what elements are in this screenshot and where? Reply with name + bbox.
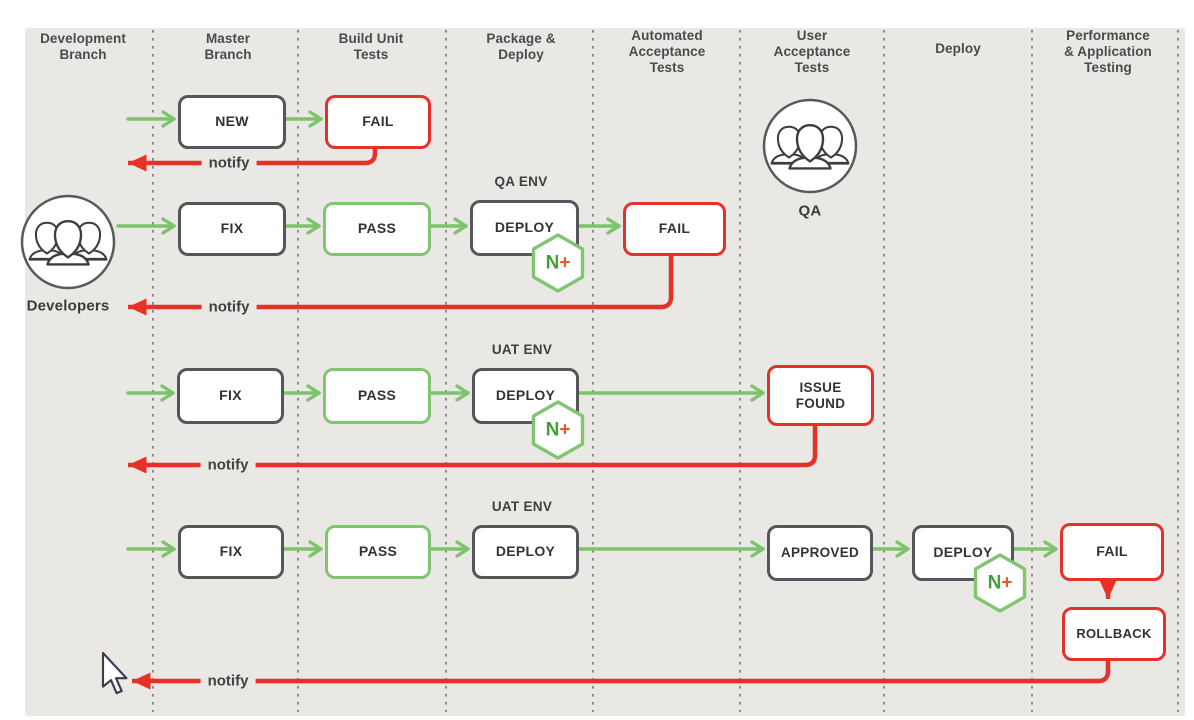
column-header-user-acceptance-tests: User Acceptance Tests bbox=[773, 28, 851, 75]
notify-label-4: notify bbox=[200, 672, 256, 690]
node-pass-3: PASS bbox=[325, 525, 431, 579]
node-deploy-qa: DEPLOY bbox=[470, 200, 579, 256]
nginx-plus-badge-text: N+ bbox=[546, 421, 571, 440]
node-fix-3: FIX bbox=[178, 525, 284, 579]
badge-n: N bbox=[545, 252, 560, 274]
env-label-uat-1: UAT ENV bbox=[491, 342, 553, 357]
qa-label: QA bbox=[798, 202, 822, 220]
node-pass-2: PASS bbox=[323, 368, 431, 424]
node-deploy-uat-2: DEPLOY bbox=[472, 525, 579, 579]
column-header-package-deploy: Package & Deploy bbox=[486, 31, 556, 62]
env-label-qa: QA ENV bbox=[494, 174, 548, 189]
node-perf-fail: FAIL bbox=[1060, 523, 1164, 581]
badge-n: N bbox=[545, 419, 560, 441]
notify-label-1: notify bbox=[201, 154, 257, 172]
env-label-uat-2: UAT ENV bbox=[491, 499, 553, 514]
column-header-deploy: Deploy bbox=[935, 41, 981, 56]
nginx-plus-badge-text: N+ bbox=[546, 254, 571, 273]
badge-n: N bbox=[987, 572, 1002, 594]
node-rollback: ROLLBACK bbox=[1062, 607, 1166, 661]
column-header-build-unit-tests: Build Unit Tests bbox=[338, 31, 404, 62]
node-build-fail: FAIL bbox=[325, 95, 431, 149]
node-issue-found: ISSUE FOUND bbox=[767, 365, 874, 426]
badge-plus: + bbox=[1001, 572, 1013, 594]
node-approved: APPROVED bbox=[767, 525, 873, 581]
node-new: NEW bbox=[178, 95, 286, 149]
column-header-automated-acceptance-tests: Automated Acceptance Tests bbox=[628, 28, 706, 75]
developers-label: Developers bbox=[26, 297, 110, 315]
nginx-plus-badge-text: N+ bbox=[988, 574, 1013, 593]
notify-label-3: notify bbox=[200, 456, 256, 474]
badge-plus: + bbox=[559, 252, 571, 274]
notify-label-2: notify bbox=[201, 298, 257, 316]
node-fix-1: FIX bbox=[178, 202, 286, 256]
column-header-performance-application-testing: Performance & Application Testing bbox=[1064, 28, 1152, 75]
column-header-development-branch: Development Branch bbox=[40, 31, 126, 62]
node-pass-1: PASS bbox=[323, 202, 431, 256]
node-acceptance-fail: FAIL bbox=[623, 202, 726, 256]
node-fix-2: FIX bbox=[177, 368, 284, 424]
badge-plus: + bbox=[559, 419, 571, 441]
node-deploy-uat-1: DEPLOY bbox=[472, 368, 579, 424]
column-header-master-branch: Master Branch bbox=[204, 31, 252, 62]
